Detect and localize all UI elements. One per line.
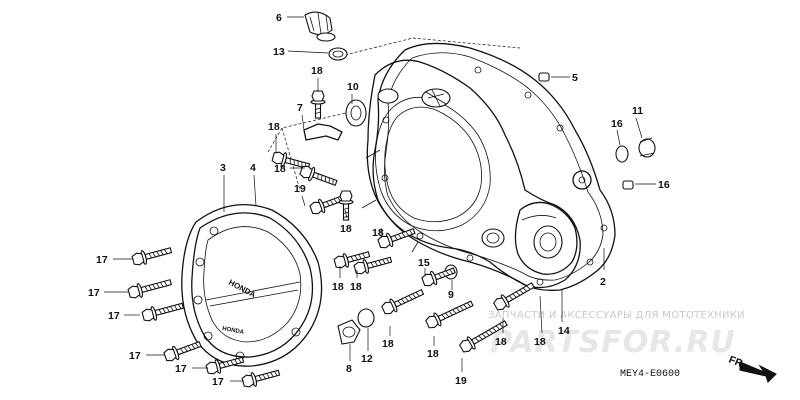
callout-19: 19: [294, 183, 306, 195]
callout-17: 17: [88, 287, 100, 299]
dowel-pin-16b: [622, 180, 634, 190]
callout-15: 15: [418, 257, 430, 269]
callout-18: 18: [332, 281, 344, 293]
callout-17: 17: [212, 376, 224, 388]
cover-ribs: [205, 281, 301, 307]
watermark-logo: PARTSFOR.RU: [490, 325, 736, 360]
callout-18: 18: [382, 338, 394, 350]
cover-boss-left: [377, 88, 399, 104]
flange-bolt: [338, 190, 354, 221]
dowel-pin-16a: [538, 72, 550, 82]
callout-labels: 6 13 18 10 7 18 18 3 4 19 18 17 17 17 17…: [88, 12, 670, 388]
callout-10: 10: [347, 81, 359, 93]
cover-brand-small: HONDA: [222, 326, 245, 336]
flange-bolt: [377, 228, 416, 249]
pump-bore: [533, 225, 563, 259]
callout-19: 18: [427, 348, 439, 360]
callout-3: 3: [220, 162, 226, 174]
callout-5: 2: [600, 276, 606, 288]
cover-inner-rim: [375, 96, 491, 232]
front-direction-label: FR.: [727, 354, 747, 371]
callout-2: 14: [558, 325, 570, 337]
flange-bolt: [141, 302, 185, 322]
flange-bolt: [271, 151, 311, 170]
callout-18: 18: [311, 65, 323, 77]
pump-housing: [514, 201, 578, 275]
flange-bolt: [310, 90, 326, 119]
flange-bolt: [131, 247, 173, 266]
assembly-boundary: [267, 37, 521, 191]
callout-8: 8: [346, 363, 352, 375]
callout-12: 12: [361, 353, 373, 365]
watermark-tagline: ЗАПЧАСТИ И АКСЕССУАРЫ ДЛЯ МОТОТЕХНИКИ: [488, 310, 745, 321]
callout-17: 17: [129, 350, 141, 362]
o-ring-13: [328, 47, 348, 61]
callout-17: 17: [108, 310, 120, 322]
callout-9: 9: [448, 289, 454, 301]
cover-inner-rim-2: [384, 106, 482, 223]
bolts: [127, 90, 535, 388]
callout-18: 18: [495, 336, 507, 348]
washer-12: [357, 308, 375, 328]
callout-17: 17: [96, 254, 108, 266]
clutch-cover-gasket: [181, 204, 323, 367]
clutch-cover-face: [203, 226, 302, 343]
flange-bolt: [127, 279, 173, 299]
collar-11: [615, 145, 629, 163]
callout-14: 18: [534, 336, 546, 348]
flange-bolt: [241, 369, 281, 388]
callout-18: 18: [340, 223, 352, 235]
callout-7: 7: [297, 102, 303, 114]
cover-brand-text: HONDA: [227, 278, 257, 300]
flange-bolt: [299, 165, 338, 186]
guide-plate-7: [303, 123, 343, 141]
bearing-1: [638, 137, 656, 158]
flange-bolt: [205, 356, 245, 375]
callout-17: 17: [175, 363, 187, 375]
callout-18: 18: [274, 163, 286, 175]
callout-18: 19: [455, 375, 467, 387]
flange-bolt: [421, 267, 456, 287]
callout-1: 11: [632, 105, 643, 117]
clutch-cover: [191, 212, 314, 358]
callout-4: 4: [250, 162, 256, 174]
crankcase-cover: [366, 59, 581, 289]
flange-bolt: [333, 251, 371, 269]
callout-18: 18: [268, 121, 280, 133]
shaft-seal-boss: [481, 228, 505, 248]
flange-bolt: [459, 320, 508, 353]
oil-filler-cap: [304, 11, 336, 42]
gasket-outline: [372, 42, 616, 291]
diagram-code: MEY4-E0600: [620, 369, 680, 380]
callout-18: 18: [372, 227, 384, 239]
front-direction-arrow: FR.: [727, 354, 777, 384]
callout-11: 16: [611, 118, 623, 130]
oil-seal-10: [345, 99, 367, 127]
flange-bolt: [381, 288, 425, 315]
gasket-bolt-holes: [381, 66, 608, 286]
callout-16: 16: [658, 179, 670, 191]
drain-plug-8: [337, 319, 361, 345]
flange-bolt: [493, 282, 535, 311]
leader-lines: [104, 16, 656, 382]
flange-bolt: [163, 341, 202, 362]
flange-bolt: [425, 300, 474, 329]
callout-6: 6: [276, 12, 282, 24]
callout-16: 5: [572, 72, 578, 84]
callout-13: 13: [273, 46, 285, 58]
filler-thread: [425, 89, 447, 107]
callout-18: 18: [350, 281, 362, 293]
